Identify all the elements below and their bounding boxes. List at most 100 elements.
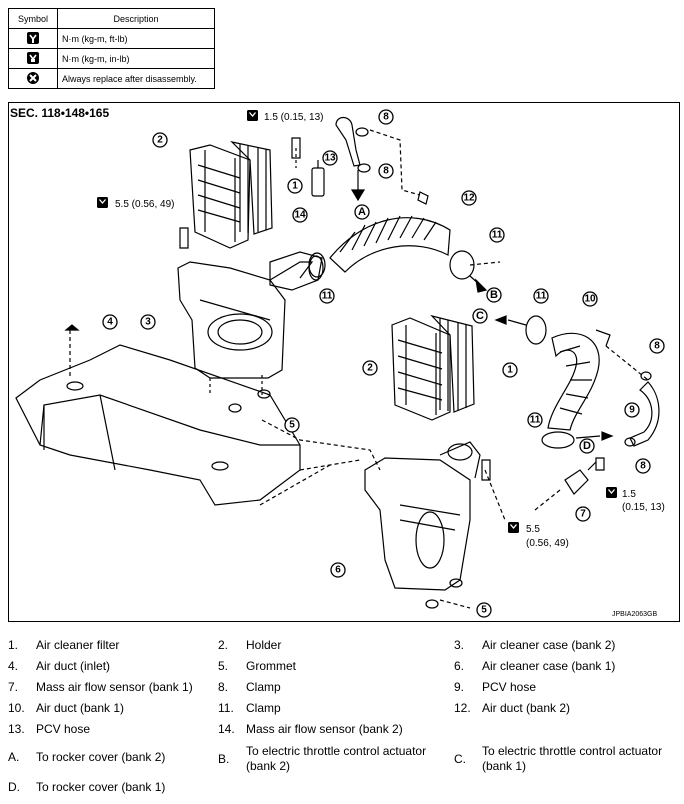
replace-x-icon (27, 71, 39, 84)
callout-11-upper: 11 (489, 227, 505, 243)
legend-item-8: 8.Clamp (218, 680, 281, 694)
svg-text:2: 2 (157, 135, 163, 146)
callout-8-right-bottom: 8 (635, 458, 651, 474)
torque-upper-center: 1.5 (0.15, 13) (247, 110, 323, 123)
maf-sensor-bank1-shape (564, 469, 589, 495)
holder-lower-shape (391, 317, 451, 421)
svg-text:8: 8 (383, 166, 389, 177)
svg-text:6: 6 (335, 565, 341, 576)
svg-text:5.5 (0.56, 49): 5.5 (0.56, 49) (115, 199, 174, 210)
svg-text:1.5: 1.5 (622, 489, 636, 500)
legend-item-10: 10.Air duct (bank 1) (8, 701, 125, 715)
svg-text:A: A (358, 206, 366, 218)
svg-text:9: 9 (629, 405, 635, 416)
callout-3: 3 (140, 314, 156, 330)
air-cleaner-case-bank2-shape (177, 261, 286, 379)
svg-text:B: B (490, 289, 498, 301)
legend-item-1: 1.Air cleaner filter (8, 638, 120, 652)
svg-text:8: 8 (654, 341, 660, 352)
svg-text:11: 11 (530, 415, 541, 426)
symbol-desc-3: Always replace after disassembly. (57, 68, 215, 89)
legend-item-9: 9.PCV hose (454, 680, 537, 694)
letter-C: C (472, 308, 488, 324)
torque-lower-center: 5.5 (0.56, 49) (508, 522, 569, 549)
callout-2-lower: 2 (362, 360, 378, 376)
exploded-view-diagram: 1 2 3 4 5 6 7 8 9 10 11 12 13 14 1 2 5 8… (15, 109, 665, 618)
svg-text:1: 1 (292, 181, 298, 192)
callout-11-lower: 11 (527, 412, 543, 428)
callout-8-right-top: 8 (649, 338, 665, 354)
callout-8-mid: 8 (378, 163, 394, 179)
callout-14: 14 (292, 207, 308, 223)
torque-upper-left: 5.5 (0.56, 49) (97, 197, 174, 210)
svg-text:2: 2 (367, 363, 373, 374)
svg-text:4: 4 (107, 317, 113, 328)
callout-4: 4 (102, 314, 118, 330)
callout-8-top: 8 (378, 109, 394, 125)
legend-item-C: C.To electric throttle control actuator … (454, 744, 663, 773)
legend-item-D: D.To rocker cover (bank 1) (8, 780, 166, 794)
legend-item-4: 4.Air duct (inlet) (8, 659, 111, 673)
svg-text:1.5 (0.15, 13): 1.5 (0.15, 13) (264, 112, 323, 123)
letter-A: A (354, 204, 370, 220)
legend-item-6: 6.Air cleaner case (bank 1) (454, 659, 616, 673)
callout-12: 12 (461, 190, 477, 206)
legend-item-5: 5.Grommet (218, 659, 297, 673)
callout-11-mid: 11 (319, 288, 335, 304)
svg-text:5.5: 5.5 (526, 524, 540, 535)
svg-text:11: 11 (536, 291, 547, 302)
letter-markers: A B C D (354, 204, 595, 454)
pcv-hose-13-shape (335, 116, 361, 167)
callout-6: 6 (330, 562, 346, 578)
svg-text:(0.15, 13): (0.15, 13) (622, 502, 665, 513)
air-cleaner-case-bank1-shape (364, 457, 471, 591)
torque-wrench-icon (27, 31, 39, 44)
callouts: 1 2 3 4 5 6 7 8 9 10 11 12 13 14 1 2 5 8… (102, 109, 665, 618)
legend-item-13: 13.PCV hose (8, 722, 91, 736)
legend-item-7: 7.Mass air flow sensor (bank 1) (8, 680, 193, 694)
svg-text:D: D (583, 440, 591, 452)
svg-text:8: 8 (640, 461, 646, 472)
maf-sensor-bank2-shape (311, 167, 325, 197)
callout-1-lower: 1 (502, 362, 518, 378)
legend-item-3: 3.Air cleaner case (bank 2) (454, 638, 616, 652)
callout-10: 10 (582, 291, 598, 307)
legend-item-12: 12.Air duct (bank 2) (454, 701, 571, 715)
section-title: SEC. 118•148•165 (10, 106, 110, 120)
svg-text:10: 10 (584, 294, 596, 305)
torque-wrench-inlb-icon (27, 51, 39, 64)
svg-text:12: 12 (463, 193, 475, 204)
letter-D: D (579, 438, 595, 454)
legend-item-B: B.To electric throttle control actuator … (218, 744, 427, 773)
filter-lower-shape (430, 314, 475, 413)
callout-9: 9 (624, 402, 640, 418)
clamp-11-upper-shape (308, 252, 326, 278)
torque-right: 1.5 (0.15, 13) (606, 487, 665, 513)
svg-text:5: 5 (481, 605, 487, 616)
holder-upper-shape (189, 144, 251, 249)
callout-11-right: 11 (533, 288, 549, 304)
callout-5-lower: 5 (476, 602, 492, 618)
callout-2-upper: 2 (152, 132, 168, 148)
air-duct-inlet-shape (15, 344, 301, 506)
symbol-table: Symbol Description N·m (kg-m, ft-lb) N·m… (8, 8, 215, 89)
svg-text:8: 8 (383, 112, 389, 123)
svg-text:1: 1 (507, 365, 513, 376)
svg-text:5: 5 (289, 420, 295, 431)
svg-text:14: 14 (294, 210, 306, 221)
callout-13: 13 (322, 150, 338, 166)
diagram-code: JPBIA2063GB (612, 611, 658, 618)
svg-text:13: 13 (324, 153, 336, 164)
callout-7: 7 (575, 506, 591, 522)
letter-B: B (486, 287, 502, 303)
svg-text:7: 7 (580, 509, 586, 520)
diagram-frame (8, 102, 680, 622)
svg-text:3: 3 (145, 317, 151, 328)
callout-5-upper: 5 (284, 417, 300, 433)
svg-text:11: 11 (492, 230, 503, 241)
clamp-11-lower-shape (541, 431, 575, 449)
air-duct-bank2-shape (329, 217, 451, 273)
legend-item-2: 2.Holder (218, 638, 282, 652)
legend-item-A: A.To rocker cover (bank 2) (8, 750, 166, 764)
symbol-header: Symbol (8, 8, 58, 29)
